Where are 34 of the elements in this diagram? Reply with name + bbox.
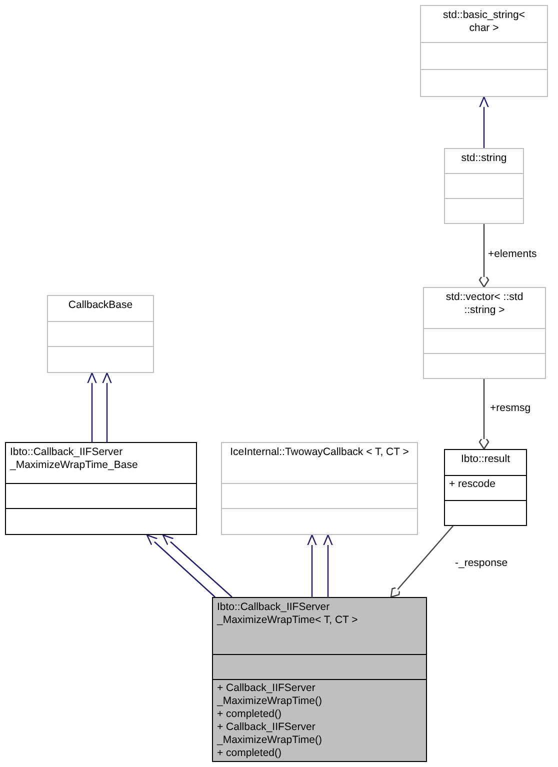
- inheritance-arrow: [101, 372, 113, 442]
- aggregation-connector: [478, 224, 490, 288]
- inheritance-arrow: [306, 534, 318, 597]
- member-text: + Callback_IIFServer _MaximizeWrapTime(): [217, 682, 324, 708]
- class-name: Ibto::result: [460, 453, 510, 466]
- edge-label: +resmsg: [489, 402, 532, 414]
- member-text: + completed(): [217, 747, 282, 760]
- class-name: Ibto::Callback_IIFServer _MaximizeWrapTime< T, CT >: [217, 601, 359, 627]
- class-box: [420, 5, 548, 97]
- inheritance-arrow: [322, 534, 334, 597]
- inheritance-arrow: [146, 534, 216, 598]
- member-text: + completed(): [217, 708, 282, 721]
- class-box: [444, 449, 527, 526]
- aggregation-connector: [390, 526, 454, 598]
- class-name: std::string: [461, 152, 507, 165]
- class-box: [221, 442, 418, 535]
- class-box: [5, 442, 197, 535]
- class-name: Ibto::Callback_IIFServer _MaximizeWrapTime_Base: [10, 446, 139, 472]
- class-name: std::vector< ::std ::string >: [444, 291, 524, 317]
- edge-label: +elements: [487, 248, 538, 260]
- class-name: std::basic_string< char >: [442, 9, 526, 35]
- class-box: [212, 597, 427, 762]
- inheritance-arrow: [162, 534, 232, 598]
- class-name: IceInternal::TwowayCallback < T, CT >: [230, 446, 409, 459]
- aggregation-connector: [478, 379, 490, 450]
- class-name: CallbackBase: [68, 299, 133, 312]
- inheritance-arrow: [478, 96, 490, 148]
- edge-label: -_response: [454, 557, 509, 569]
- member-text: + rescode: [449, 478, 496, 491]
- inheritance-arrow: [86, 372, 98, 442]
- class-box: [47, 295, 154, 373]
- member-text: + Callback_IIFServer _MaximizeWrapTime(): [217, 721, 324, 747]
- class-box: [423, 287, 546, 379]
- class-box: [444, 148, 524, 224]
